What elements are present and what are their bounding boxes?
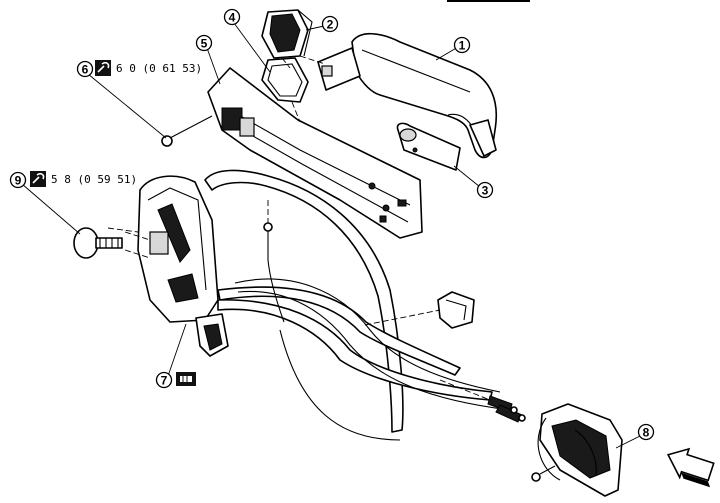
outside-handle-bracket — [207, 67, 423, 239]
lock-rod — [263, 200, 285, 323]
bracket-bolt — [161, 115, 213, 147]
torque-spec-9: 5 8 (0 59 51) — [51, 173, 137, 186]
key-cylinder-escutcheon — [396, 122, 461, 171]
door-lock-assembly — [124, 175, 229, 357]
cable-clip — [437, 291, 475, 329]
outside-door-handle — [317, 32, 497, 159]
handle-escutcheon — [261, 9, 313, 59]
callout-1: 1 — [453, 36, 471, 54]
leader-lines — [21, 22, 641, 449]
lock-screw — [73, 227, 123, 259]
grease-icon — [176, 372, 196, 386]
svg-text:6: 6 — [82, 63, 89, 77]
torque-wrench-icon — [95, 60, 111, 76]
lock-cables — [204, 169, 526, 441]
callout-6: 6 — [76, 60, 94, 78]
svg-text:2: 2 — [327, 18, 334, 32]
svg-text:5: 5 — [201, 37, 208, 51]
torque-wrench-icon — [30, 171, 46, 187]
callout-2: 2 — [321, 15, 339, 33]
svg-text:3: 3 — [482, 184, 489, 198]
svg-text:9: 9 — [15, 174, 22, 188]
svg-text:7: 7 — [161, 374, 168, 388]
handle-gasket — [261, 57, 309, 103]
callout-3: 3 — [476, 181, 494, 199]
callout-4: 4 — [223, 8, 241, 26]
callout-5: 5 — [195, 34, 213, 52]
inside-door-handle — [531, 403, 623, 497]
assembly-guide-lines — [107, 55, 491, 401]
svg-text:1: 1 — [459, 39, 466, 53]
svg-text:8: 8 — [643, 426, 650, 440]
svg-text:4: 4 — [229, 11, 236, 25]
callout-8: 8 — [637, 423, 655, 441]
front-direction-arrow-icon — [666, 447, 715, 488]
callout-7: 7 — [155, 371, 173, 389]
torque-spec-6: 6 0 (0 61 53) — [116, 62, 202, 75]
callout-9: 9 — [9, 171, 27, 189]
